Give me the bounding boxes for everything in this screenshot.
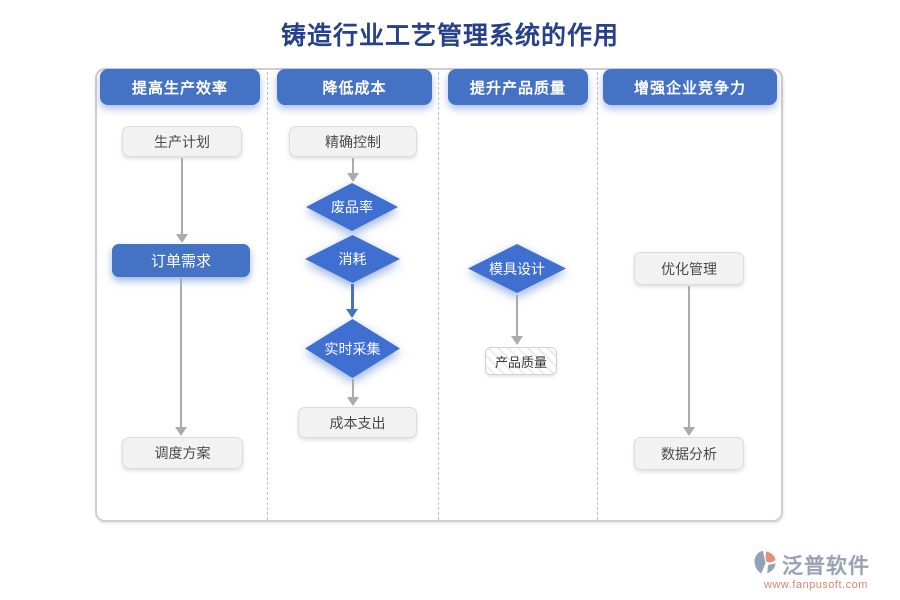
node-order-demand: 订单需求 [112,244,250,277]
flow-arrow [175,278,187,436]
column-separator [438,72,439,520]
flow-arrow [176,158,188,243]
column-header-efficiency: 提高生产效率 [100,69,260,105]
fanpu-logo-icon [752,548,779,577]
node-product-quality: 产品质量 [485,347,557,375]
flow-arrow [683,286,695,436]
fanpu-logo: 泛普软件 www.fanpusoft.com [752,548,894,591]
node-precise-control: 精确控制 [289,126,417,157]
flow-arrow-blue [346,284,358,318]
node-cost-expenditure: 成本支出 [298,407,417,438]
node-mold-design: 模具设计 [468,244,566,293]
node-optimize-management: 优化管理 [634,252,744,285]
logo-text: 泛普软件 [782,555,870,578]
flow-arrow [347,379,359,406]
column-header-competitiveness: 增强企业竞争力 [603,69,777,105]
column-separator [267,72,268,520]
column-separator [597,72,598,520]
node-consumption: 消耗 [305,235,400,283]
flow-arrow [511,295,523,345]
node-realtime-collection: 实时采集 [305,319,400,378]
node-scheduling-plan: 调度方案 [122,437,243,469]
diagram-title: 铸造行业工艺管理系统的作用 [280,22,619,50]
node-scrap-rate: 废品率 [306,183,398,231]
column-header-quality: 提升产品质量 [448,69,588,105]
node-production-plan: 生产计划 [122,126,242,157]
column-header-cost: 降低成本 [277,69,432,105]
flow-arrow [347,158,359,182]
logo-url: www.fanpusoft.com [764,579,868,591]
node-data-analysis: 数据分析 [634,437,744,470]
